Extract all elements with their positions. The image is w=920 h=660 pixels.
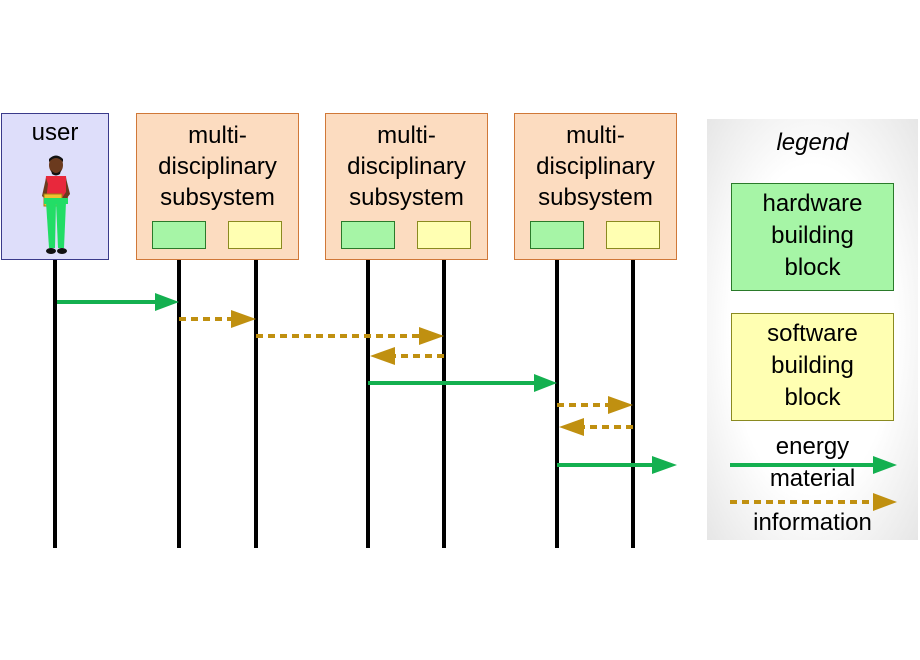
legend-material-label: material (769, 465, 856, 492)
legend-energy-label: energy (775, 433, 850, 460)
information-arrow (559, 418, 633, 436)
subsystem-box: multi- disciplinary subsystem (514, 113, 677, 260)
information-arrow (557, 396, 633, 414)
software-building-block (417, 221, 471, 249)
subsystem-label: multi- disciplinary subsystem (326, 120, 487, 213)
legend-software-block: software building block (731, 313, 894, 421)
information-arrow (179, 310, 256, 328)
information-arrow (370, 347, 444, 365)
subsystem-box: multi- disciplinary subsystem (325, 113, 488, 260)
hardware-building-block (530, 221, 584, 249)
legend-hardware-block: hardware building block (731, 183, 894, 291)
legend-arrows (730, 456, 897, 511)
legend-information-arrow (730, 493, 897, 511)
legend-energy-arrow (730, 456, 897, 474)
subsystem-box: multi- disciplinary subsystem (136, 113, 299, 260)
subsystem-label-text: multi- disciplinary subsystem (347, 122, 466, 211)
energy-arrow (368, 374, 557, 392)
energy-arrow (557, 456, 677, 474)
hardware-building-block (341, 221, 395, 249)
energy-arrow (57, 293, 179, 311)
subsystem-label-text: multi- disciplinary subsystem (158, 122, 277, 211)
person-icon (42, 155, 70, 254)
software-building-block (606, 221, 660, 249)
user-box: user (1, 113, 109, 260)
legend-software-label: software building block (767, 320, 858, 411)
subsystem-label-text: multi- disciplinary subsystem (536, 122, 655, 211)
subsystem-label: multi- disciplinary subsystem (137, 120, 298, 213)
subsystem-label: multi- disciplinary subsystem (515, 120, 676, 213)
legend-panel: legend hardware building block software … (707, 119, 918, 540)
legend-title: legend (776, 129, 849, 156)
information-arrow (256, 327, 444, 345)
hardware-building-block (152, 221, 206, 249)
legend-hardware-label: hardware building block (762, 190, 863, 281)
legend-information-label: information (753, 509, 872, 536)
software-building-block (228, 221, 282, 249)
user-label: user (31, 119, 79, 146)
